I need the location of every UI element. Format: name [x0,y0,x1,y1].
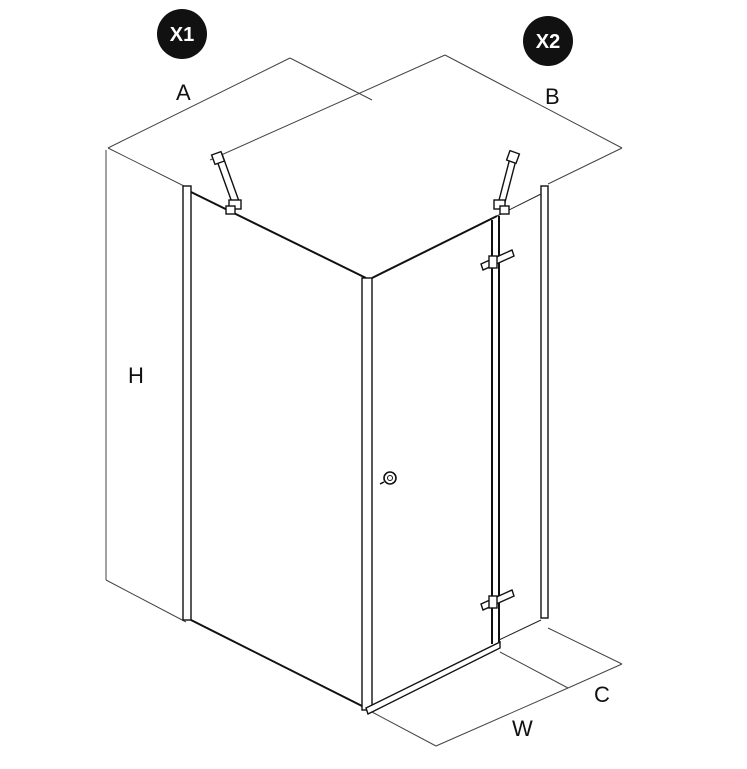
stabilizer-bar-right [493,149,521,215]
dimension-label-a: A [176,80,191,105]
door-hinges [480,249,515,611]
enclosure-frame [182,185,549,715]
top-hinge [480,249,515,271]
dimension-lines [105,54,623,747]
door-bottom-seal [365,640,501,715]
dimension-label-w: W [512,716,533,741]
corner-post [361,277,373,711]
left-wall-profile [182,185,192,621]
badge-x2: X2 [523,16,573,66]
stabilizer-bar-left [210,150,242,215]
dimension-label-h: H [128,363,144,388]
badge-x1: X1 [157,9,207,59]
right-wall-profile [540,185,549,619]
dimension-label-b: B [545,84,560,109]
dimension-label-c: C [594,682,610,707]
badge-x1-label: X1 [170,24,194,46]
door-knob-icon [379,471,397,485]
badge-x2-label: X2 [536,31,560,53]
bottom-hinge [480,589,515,611]
